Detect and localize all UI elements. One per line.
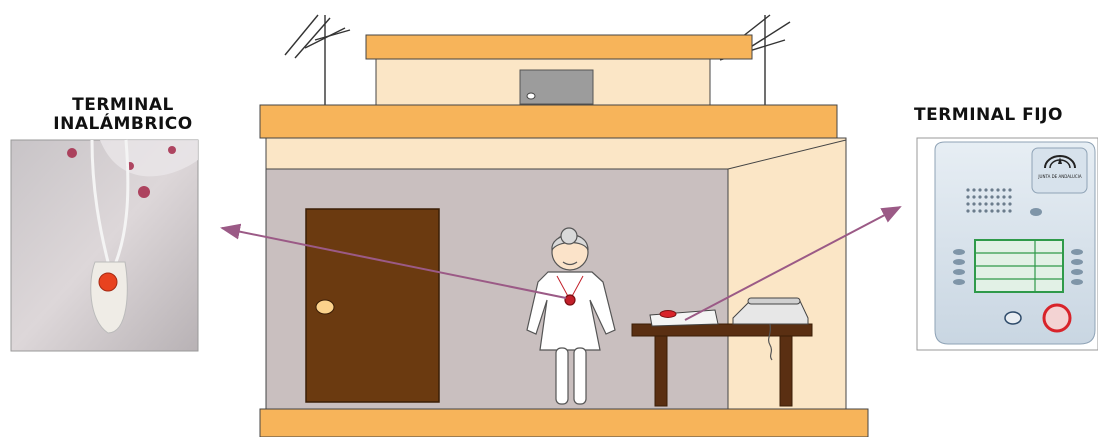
pendant-alarm-button — [565, 295, 575, 305]
floor — [260, 409, 868, 437]
device-logo-text: JUNTA DE ANDALUCIA — [1037, 174, 1082, 179]
antenna-right — [720, 15, 790, 108]
table-leg-right — [780, 336, 792, 406]
roof-cap — [366, 35, 752, 59]
roof-slab — [260, 105, 837, 138]
alarm-button-icon — [1044, 305, 1070, 331]
pendant-red-button-icon — [99, 273, 117, 291]
wireless-terminal-photo — [11, 140, 198, 351]
table-terminal-red-button — [660, 311, 676, 318]
door-knob — [316, 300, 334, 314]
cancel-button-icon — [1005, 312, 1021, 324]
antenna-left — [285, 15, 350, 108]
table-leg-left — [655, 336, 667, 406]
roof-box-knob — [527, 93, 535, 99]
fixed-terminal-photo: JUNTA DE ANDALUCIA — [917, 138, 1098, 350]
